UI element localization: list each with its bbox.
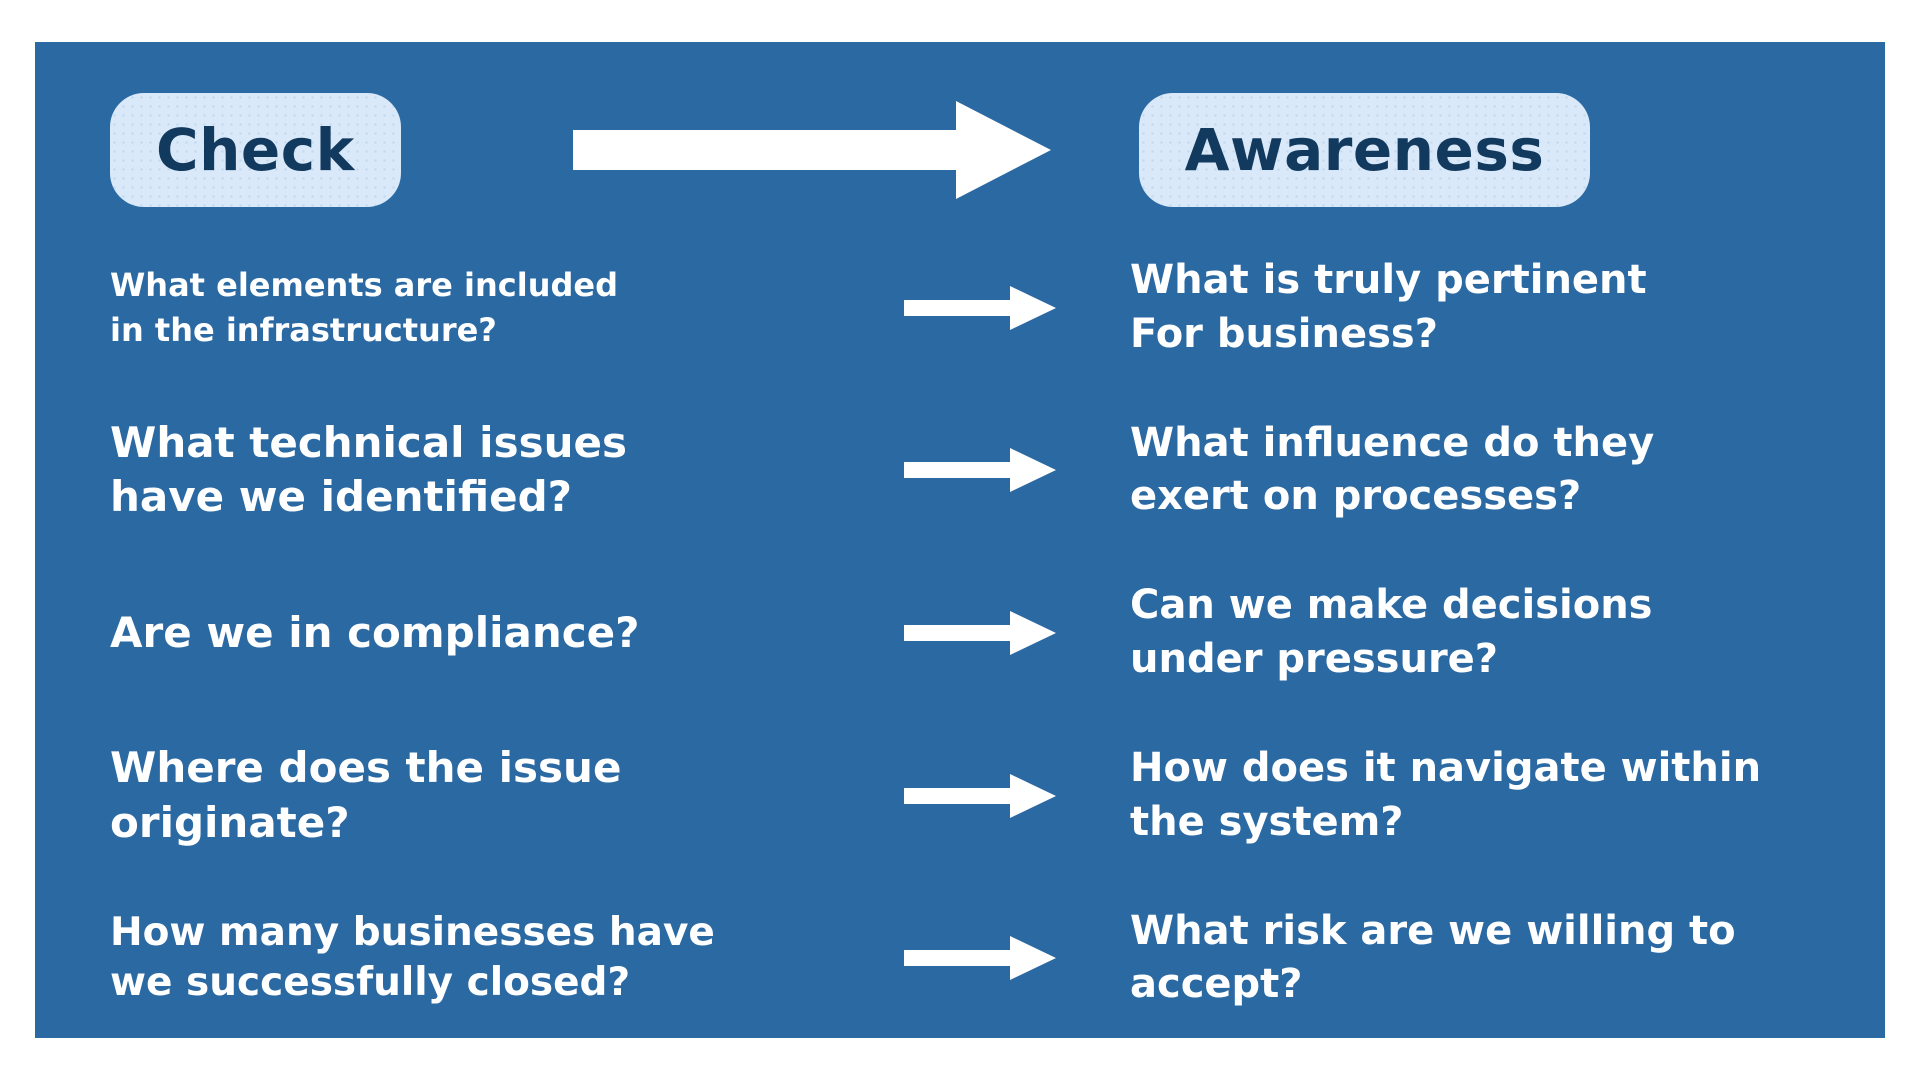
check-question-2: What technical issues have we identified… xyxy=(110,417,627,522)
check-question-5: How many businesses have we successfully… xyxy=(110,909,715,1006)
comparison-row-4: Where does the issue originate? How does… xyxy=(110,741,1865,850)
awareness-question-3: Can we make decisions under pressure? xyxy=(1130,582,1653,682)
right-arrow-icon xyxy=(904,936,1056,981)
row-arrow-cell xyxy=(830,932,1130,984)
row-arrow-cell xyxy=(830,444,1130,496)
comparison-rows: What elements are included in the infras… xyxy=(110,254,1865,1012)
big-right-arrow-icon xyxy=(572,101,1051,199)
right-arrow-icon xyxy=(904,773,1056,818)
infographic-panel: Check Awareness What elements are includ… xyxy=(35,42,1885,1038)
awareness-question-2: What influence do they exert on processe… xyxy=(1130,419,1655,520)
row-arrow-cell xyxy=(830,770,1130,822)
row-arrow-cell xyxy=(830,282,1130,334)
check-badge-label: Check xyxy=(156,116,355,184)
awareness-question-5: What risk are we willing to accept? xyxy=(1130,907,1736,1008)
right-arrow-icon xyxy=(904,611,1056,655)
comparison-row-2: What technical issues have we identified… xyxy=(110,416,1865,525)
check-question-3: Are we in compliance? xyxy=(110,607,640,657)
awareness-question-4: How does it navigate within the system? xyxy=(1130,745,1762,845)
row-arrow-cell xyxy=(830,607,1130,659)
awareness-badge: Awareness xyxy=(1138,93,1591,207)
check-badge: Check xyxy=(110,93,401,207)
comparison-row-1: What elements are included in the infras… xyxy=(110,254,1865,361)
right-arrow-icon xyxy=(904,448,1056,493)
awareness-badge-label: Awareness xyxy=(1184,116,1545,184)
right-arrow-icon xyxy=(904,285,1056,330)
comparison-row-3: Are we in compliance? Can we make decisi… xyxy=(110,579,1865,686)
check-question-1: What elements are included in the infras… xyxy=(110,266,618,349)
check-question-4: Where does the issue originate? xyxy=(110,743,622,847)
header-row: Check Awareness xyxy=(110,90,1830,210)
awareness-question-1: What is truly pertinent For business? xyxy=(1130,257,1647,357)
comparison-row-5: How many businesses have we successfully… xyxy=(110,905,1865,1012)
